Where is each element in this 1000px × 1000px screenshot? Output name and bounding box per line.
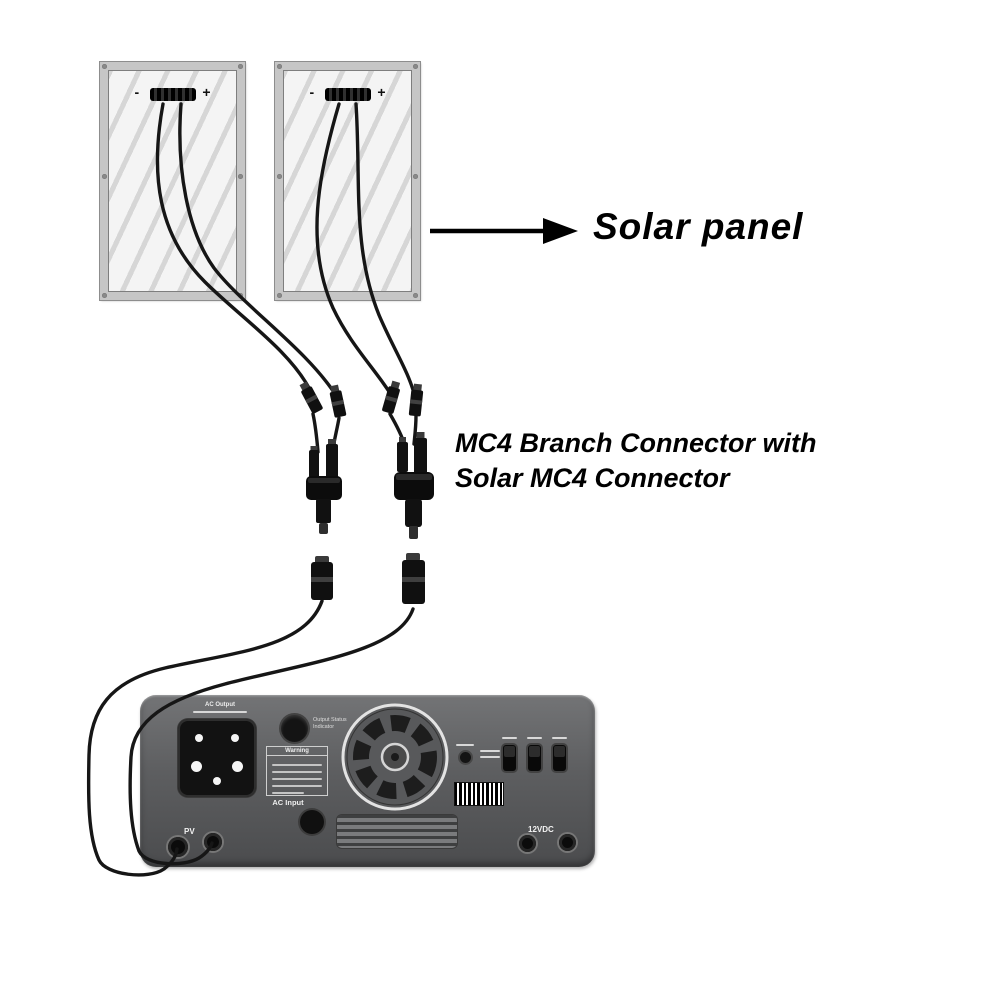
mc4-connector-2 <box>329 384 347 418</box>
switch-caption-line <box>552 737 567 739</box>
screw-icon <box>413 293 418 298</box>
rocker-switch-3 <box>553 745 566 771</box>
screw-icon <box>277 174 282 179</box>
caption-line <box>480 756 500 758</box>
ac-input-label: AC Input <box>272 798 304 807</box>
stub-wire <box>388 412 407 448</box>
ac-outlet <box>178 719 256 797</box>
caption-line <box>480 750 500 752</box>
screw-icon <box>102 64 107 69</box>
solar-panel-2: - + <box>274 61 421 301</box>
screw-icon <box>238 293 243 298</box>
plus-label: + <box>202 84 211 100</box>
rocker-switch-1 <box>503 745 516 771</box>
fine-print-line <box>272 792 304 794</box>
pv-input-label: PV <box>184 827 195 836</box>
ac-output-spec: AC Output <box>180 702 260 713</box>
outlet-hole <box>195 734 203 742</box>
ac-input-port <box>300 810 324 834</box>
indicator-led <box>460 752 471 763</box>
dc-output-label: 12VDC <box>528 825 554 834</box>
screw-icon <box>102 174 107 179</box>
rocker-switch-2 <box>528 745 541 771</box>
cooling-fan <box>340 702 450 812</box>
vent-grille <box>337 815 457 848</box>
pv-terminal-positive <box>204 833 222 851</box>
outlet-hole <box>231 734 239 742</box>
fan-icon <box>341 703 449 811</box>
fine-print-line <box>272 778 322 780</box>
mc4-label-line1: MC4 Branch Connector with <box>455 428 817 458</box>
fine-print-line <box>272 785 322 787</box>
mc4-connector-3 <box>382 380 401 414</box>
stub-wire <box>311 412 320 454</box>
screw-icon <box>413 174 418 179</box>
mc4-label-line2: Solar MC4 Connector <box>455 463 730 494</box>
solar-panel-arrow <box>430 218 578 244</box>
minus-label: - <box>309 84 315 100</box>
inverter: AC Output Output Status Indicator Warnin… <box>140 695 595 867</box>
stub-wire <box>331 416 341 452</box>
screw-icon <box>102 293 107 298</box>
fine-print-line <box>272 771 322 773</box>
screw-icon <box>277 64 282 69</box>
stub-wire <box>412 414 418 446</box>
ac-output-label: AC Output <box>205 702 235 708</box>
mc4-connector-label: MC4 Branch Connector with Solar MC4 Conn… <box>455 426 817 496</box>
solar-panel-label: Solar panel <box>593 206 804 247</box>
barcode <box>454 782 504 806</box>
plus-label: + <box>377 84 386 100</box>
fine-print-line <box>272 764 322 766</box>
outlet-hole <box>191 761 202 772</box>
junction-box: - + <box>135 84 211 101</box>
junction-box: - + <box>310 84 386 101</box>
mc4-connector-1 <box>299 381 323 414</box>
indicator-caption-line <box>456 744 474 746</box>
solar-panel-1: - + <box>99 61 246 301</box>
outlet-hole <box>232 761 243 772</box>
inline-connector-left <box>311 556 333 600</box>
warning-label: Warning <box>266 746 328 796</box>
pv-terminal-negative <box>168 837 188 857</box>
warning-title: Warning <box>267 747 327 756</box>
dc-terminal-1 <box>519 835 536 852</box>
dc-terminal-2 <box>559 834 576 851</box>
switch-caption-line <box>502 737 517 739</box>
screw-icon <box>413 64 418 69</box>
outlet-hole <box>213 777 221 785</box>
spec-line <box>193 710 247 713</box>
screw-icon <box>238 64 243 69</box>
inline-connector-right <box>402 553 425 604</box>
minus-label: - <box>134 84 140 100</box>
screw-icon <box>277 293 282 298</box>
branch-connector-left <box>306 439 342 534</box>
screw-icon <box>238 174 243 179</box>
mc4-connector-4 <box>408 383 424 417</box>
output-status-button <box>281 715 308 742</box>
branch-connector-right <box>394 432 434 539</box>
switch-caption-line <box>527 737 542 739</box>
